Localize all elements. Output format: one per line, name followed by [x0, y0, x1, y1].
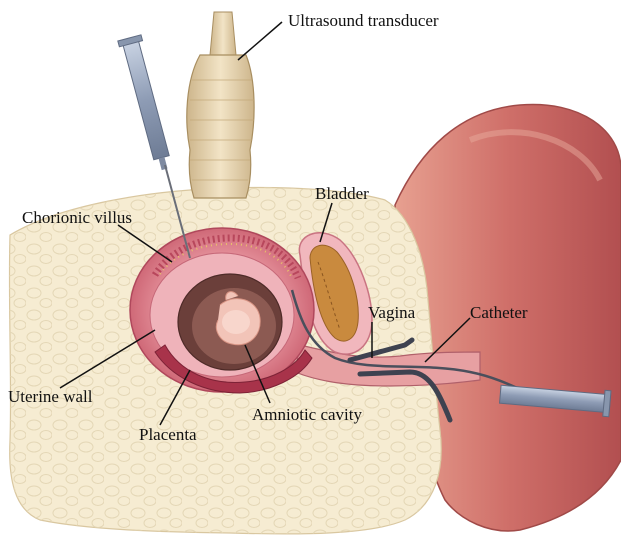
label-vagina: Vagina	[368, 303, 416, 322]
label-catheter: Catheter	[470, 303, 528, 322]
label-ultrasound-transducer: Ultrasound transducer	[288, 11, 439, 30]
label-chorionic-villus: Chorionic villus	[22, 208, 132, 227]
label-bladder: Bladder	[315, 184, 369, 203]
ultrasound-transducer	[187, 12, 254, 198]
label-uterine-wall: Uterine wall	[8, 387, 93, 406]
label-amniotic-cavity: Amniotic cavity	[252, 405, 363, 424]
label-placenta: Placenta	[139, 425, 197, 444]
leader-ultrasound-transducer	[238, 22, 282, 60]
